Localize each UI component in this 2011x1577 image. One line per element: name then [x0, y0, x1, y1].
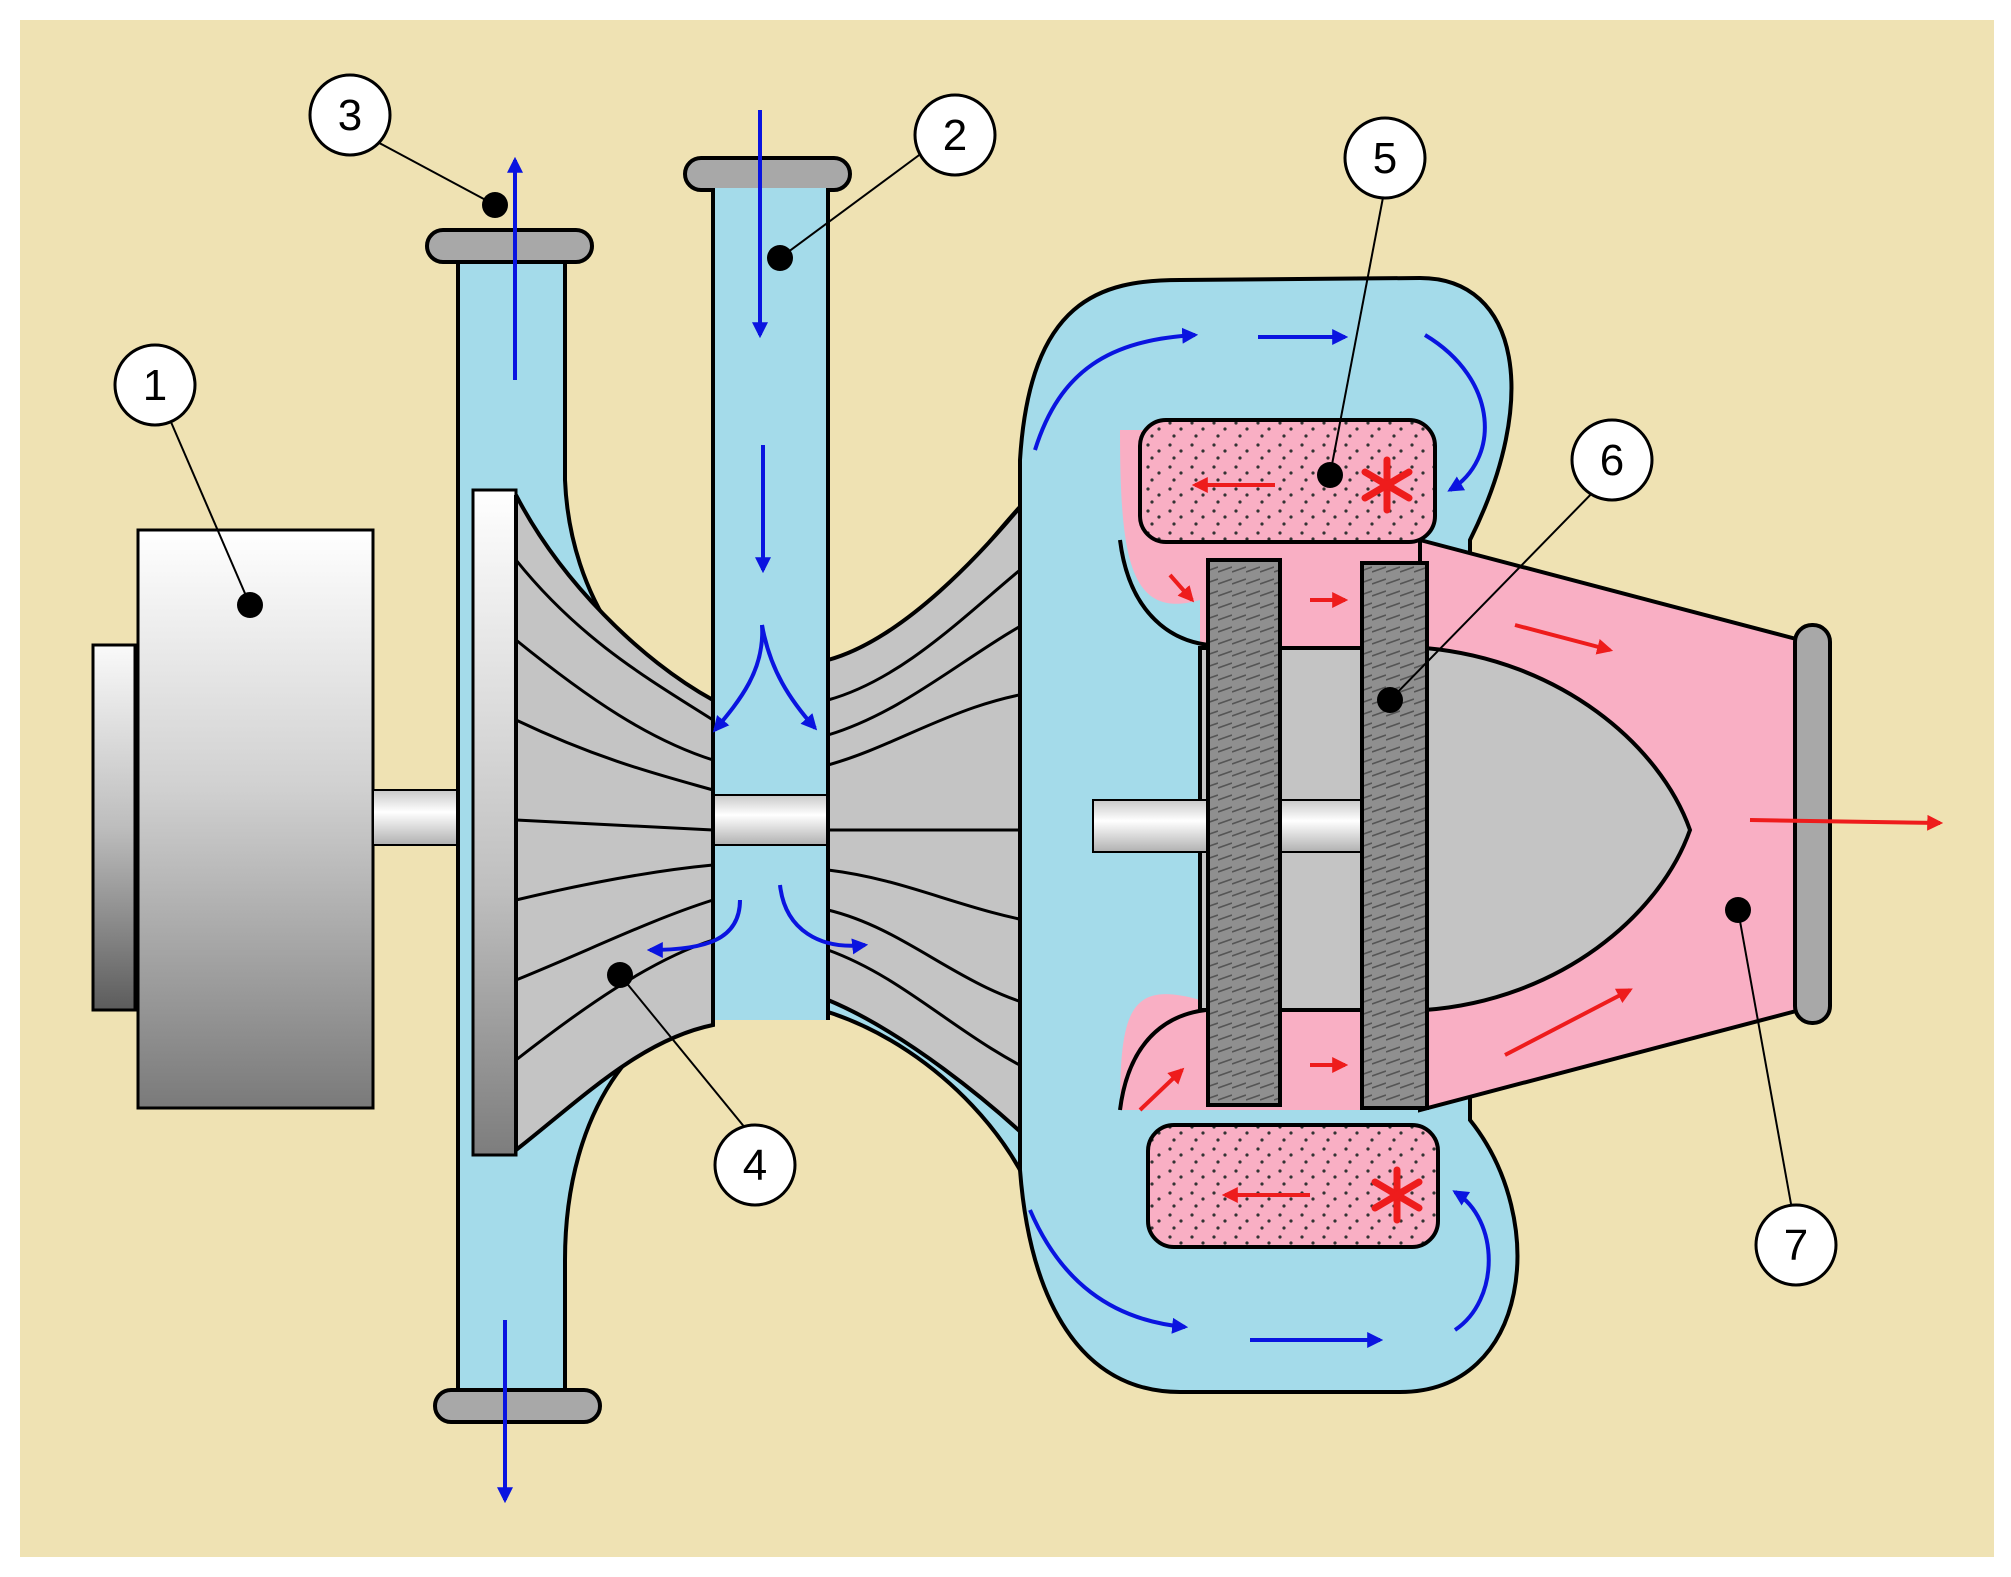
callout-label-3: 3	[338, 91, 362, 140]
callout-label-6: 6	[1600, 436, 1624, 485]
turbine-section	[1018, 275, 1832, 1394]
flange-inlet-top	[683, 156, 852, 192]
central-shaft-segment	[712, 794, 829, 846]
asterisk-icon	[1371, 1166, 1423, 1224]
callout-circle-6: 6	[1570, 418, 1654, 502]
exhaust-flange	[1793, 623, 1832, 1025]
callout-5-dot	[1317, 462, 1343, 488]
callout-circle-4: 4	[713, 1123, 797, 1207]
electric-motor	[91, 528, 466, 1110]
callout-1-dot	[237, 592, 263, 618]
callout-3-dot	[482, 192, 508, 218]
water-flow-arrows	[497, 110, 1491, 1504]
callout-6-dot	[1377, 687, 1403, 713]
turbine-rotor-stage-1	[1206, 558, 1282, 1107]
motor-housing	[136, 528, 375, 1110]
callout-circle-2: 2	[913, 93, 997, 177]
callout-leaders	[154, 137, 1794, 1216]
callout-4-dot	[607, 962, 633, 988]
callout-label-4: 4	[743, 1141, 767, 1190]
turbine-rotor-stage-2	[1360, 561, 1429, 1110]
motor-shaft	[372, 789, 466, 846]
combustor-bottom	[1146, 1123, 1440, 1249]
callout-dots	[237, 192, 1751, 988]
callout-circle-1: 1	[113, 343, 197, 427]
turbine-nose-cone	[1198, 646, 1693, 1012]
gas-flow-arrows	[1138, 477, 1944, 1203]
combustor-top	[1138, 418, 1437, 544]
callout-2-dot	[767, 245, 793, 271]
water-compressor	[425, 156, 1095, 1424]
callout-circle-5: 5	[1343, 116, 1427, 200]
callout-label-1: 1	[143, 361, 167, 410]
flange-outlet-bottom	[433, 1388, 602, 1424]
callout-label-2: 2	[943, 111, 967, 160]
impeller-backplate-left	[471, 488, 518, 1157]
callout-circle-7: 7	[1754, 1203, 1838, 1287]
flange-outlet-top	[425, 228, 594, 264]
asterisk-icon	[1361, 456, 1413, 514]
callout-label-5: 5	[1373, 134, 1397, 183]
callout-label-7: 7	[1784, 1221, 1808, 1270]
callout-circle-3: 3	[308, 73, 392, 157]
callout-7-dot	[1725, 897, 1751, 923]
water-inlet-pipe	[713, 188, 828, 728]
impeller-eye	[713, 700, 828, 1020]
motor-end-cap	[91, 643, 137, 1012]
